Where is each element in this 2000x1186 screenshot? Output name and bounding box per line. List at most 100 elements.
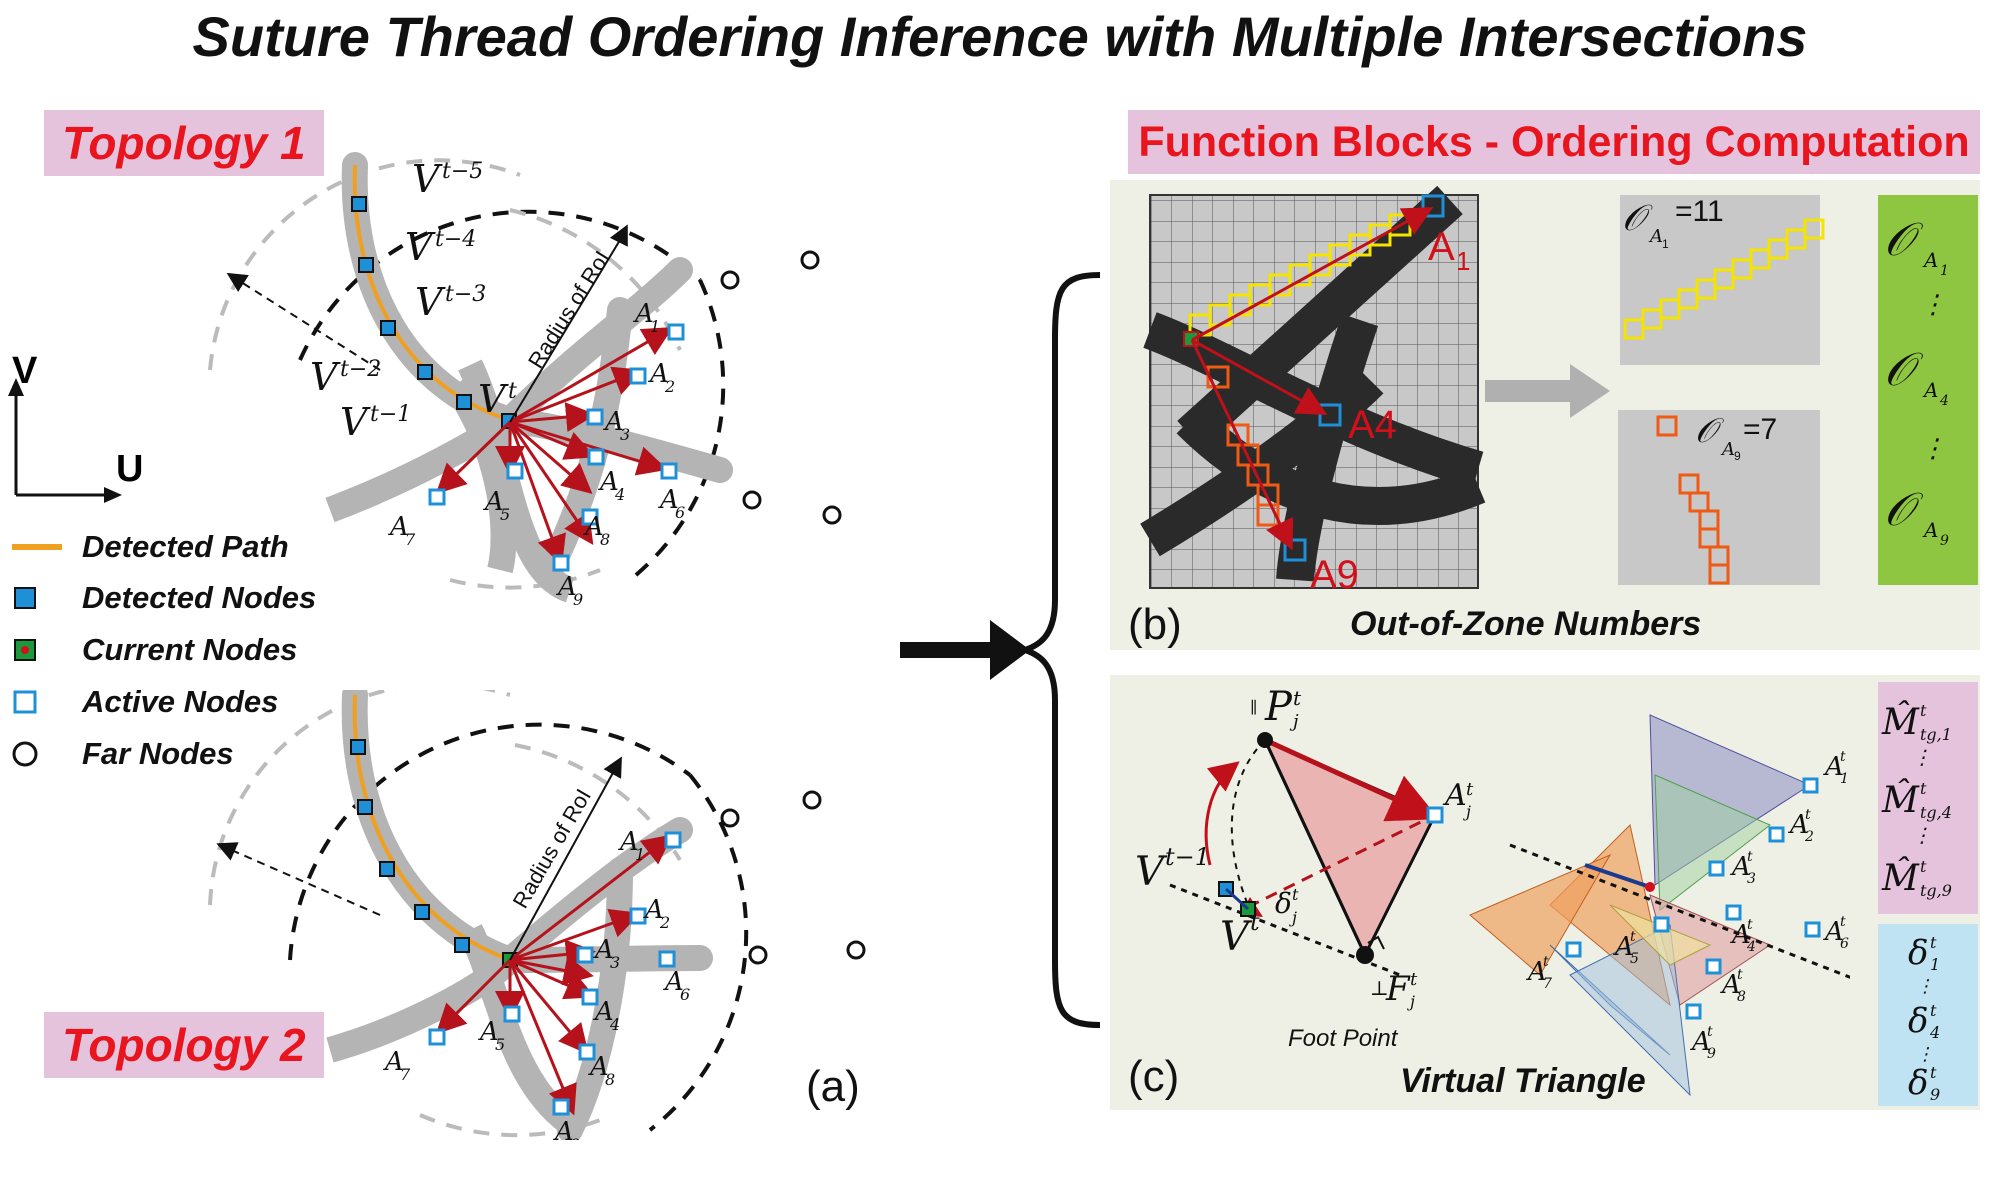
svg-text:8: 8 <box>605 1070 615 1089</box>
svg-text:A: A <box>1788 810 1809 840</box>
green-square-red-dot-icon <box>14 639 36 661</box>
svg-text:∥: ∥ <box>1250 698 1257 717</box>
svg-text:⋮: ⋮ <box>1916 976 1934 997</box>
svg-text:t−1: t−1 <box>370 402 411 427</box>
svg-text:A: A <box>593 997 614 1027</box>
legend-label: Active Nodes <box>82 684 279 719</box>
svg-text:M̂: M̂ <box>1881 700 1920 743</box>
o-a9-value: =7 <box>1743 413 1778 446</box>
svg-text:6: 6 <box>675 503 685 522</box>
svg-text:A: A <box>1613 932 1634 962</box>
svg-text:5: 5 <box>1630 951 1639 967</box>
svg-text:t−3: t−3 <box>445 282 486 307</box>
svg-text:t: t <box>1920 779 1927 798</box>
legend-label: Detected Path <box>82 529 289 564</box>
svg-text:8: 8 <box>1737 989 1746 1005</box>
m-list-figure: M̂ttg,1 ⋮ M̂ttg,4 ⋮ M̂ttg,9 <box>1881 700 1952 900</box>
svg-text:j: j <box>1407 992 1415 1011</box>
svg-text:t: t <box>1293 686 1302 710</box>
legend-detected-path: Detected Path <box>12 525 289 569</box>
svg-text:t: t <box>1805 807 1811 823</box>
svg-text:V: V <box>340 400 371 444</box>
svg-text:A: A <box>1823 917 1844 947</box>
legend-far-nodes: Far Nodes <box>12 732 234 776</box>
svg-text:A: A <box>633 299 654 329</box>
svg-text:4: 4 <box>1746 939 1756 955</box>
svg-text:⋮: ⋮ <box>1916 1044 1934 1065</box>
svg-text:⋮: ⋮ <box>1920 434 1946 464</box>
svg-text:δ: δ <box>1908 933 1928 973</box>
o-a1-value: =11 <box>1675 195 1724 228</box>
svg-text:9: 9 <box>1734 449 1741 463</box>
svg-text:δ: δ <box>1275 887 1292 920</box>
svg-text:A: A <box>1526 957 1547 987</box>
svg-text:V: V <box>478 377 509 421</box>
topology-1-tag: Topology 1 <box>44 110 324 176</box>
svg-text:t: t <box>1920 857 1927 876</box>
svg-text:1: 1 <box>1930 955 1940 974</box>
svg-text:M̂: M̂ <box>1881 856 1920 899</box>
svg-text:1: 1 <box>1840 771 1849 787</box>
legend-label: Detected Nodes <box>82 580 317 615</box>
svg-text:A: A <box>553 1117 574 1140</box>
svg-text:⋮: ⋮ <box>1912 823 1932 847</box>
svg-text:3: 3 <box>620 425 630 444</box>
svg-text:V: V <box>405 225 436 269</box>
svg-text:t−4: t−4 <box>435 227 476 252</box>
svg-text:t: t <box>1630 929 1636 945</box>
svg-text:t: t <box>1543 954 1549 970</box>
svg-text:A: A <box>663 967 684 997</box>
svg-text:t: t <box>1410 969 1418 990</box>
svg-text:4: 4 <box>1939 393 1949 409</box>
svg-text:9: 9 <box>570 1135 580 1140</box>
panel-a-label: (a) <box>806 1062 860 1111</box>
svg-text:t: t <box>508 379 517 404</box>
svg-text:3: 3 <box>610 953 620 972</box>
svg-text:t: t <box>1292 885 1299 904</box>
orange-line-icon <box>12 544 62 550</box>
panel-c-label: (c) <box>1128 1052 1180 1101</box>
svg-text:⊥: ⊥ <box>1370 976 1389 1000</box>
svg-text:⋮: ⋮ <box>1920 290 1946 320</box>
svg-text:7: 7 <box>405 530 416 549</box>
svg-text:1: 1 <box>1662 237 1669 251</box>
hollow-blue-square-icon <box>13 690 37 714</box>
svg-text:t: t <box>1250 908 1260 936</box>
svg-text:4: 4 <box>609 1015 620 1034</box>
svg-text:F: F <box>1385 969 1411 1009</box>
panel-b-caption: Out-of-Zone Numbers <box>1350 605 1702 643</box>
svg-text:A: A <box>603 407 624 437</box>
svg-text:A: A <box>483 487 504 517</box>
svg-text:t: t <box>1707 1024 1713 1040</box>
svg-text:M̂: M̂ <box>1881 778 1920 821</box>
svg-text:A: A <box>1922 518 1938 542</box>
svg-text:A: A <box>383 1047 404 1077</box>
svg-text:5: 5 <box>500 505 510 524</box>
svg-text:2: 2 <box>1804 829 1814 845</box>
topology-2-tag: Topology 2 <box>44 1012 324 1078</box>
svg-text:j: j <box>1289 908 1297 927</box>
svg-text:9: 9 <box>573 590 583 609</box>
svg-text:A: A <box>388 512 409 542</box>
legend-detected-nodes: Detected Nodes <box>12 576 316 620</box>
svg-text:2: 2 <box>659 913 670 932</box>
svg-text:t: t <box>1840 749 1846 765</box>
svg-text:t−5: t−5 <box>442 159 483 184</box>
function-blocks-title: Function Blocks - Ordering Computation <box>1128 110 1980 174</box>
svg-text:tg,1: tg,1 <box>1920 725 1952 744</box>
svg-text:A: A <box>1690 1027 1711 1057</box>
svg-text:t: t <box>1930 1063 1937 1082</box>
svg-text:t: t <box>1920 701 1927 720</box>
svg-text:δ: δ <box>1908 1063 1928 1103</box>
vertex-label: V <box>412 157 443 201</box>
uv-axes <box>8 378 122 503</box>
svg-text:t−2: t−2 <box>340 357 381 382</box>
svg-text:P: P <box>1264 684 1293 730</box>
svg-text:V: V <box>310 355 341 399</box>
legend-label: Current Nodes <box>82 632 298 667</box>
hollow-circle-icon <box>12 741 38 767</box>
